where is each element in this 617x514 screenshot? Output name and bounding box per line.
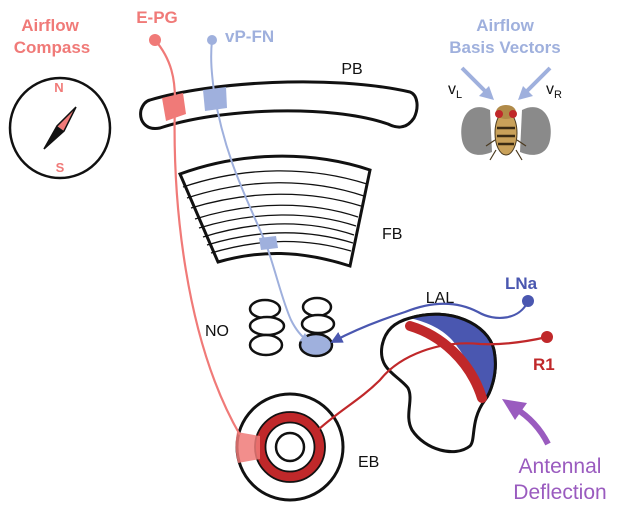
pb-label: PB xyxy=(341,61,362,78)
airflow-compass-title-line2: Compass xyxy=(14,38,91,57)
fan-shaped-body xyxy=(177,154,372,268)
fb-label: FB xyxy=(382,226,402,243)
vpfn-neuron xyxy=(203,35,311,343)
epg-label: E-PG xyxy=(136,8,178,27)
noduli xyxy=(248,296,336,358)
antennal-deflection-arrow xyxy=(502,399,551,446)
vector-vl-arrow xyxy=(460,66,494,100)
antennal-deflection-line2: Deflection xyxy=(513,481,606,504)
compass-south-label: S xyxy=(56,160,65,175)
epg-neuron xyxy=(149,34,241,436)
vector-vr-arrow xyxy=(518,66,552,100)
r1-label: R1 xyxy=(533,355,555,374)
ellipsoid-body xyxy=(235,392,345,502)
fly-icon xyxy=(461,105,551,161)
compass-icon: N S xyxy=(8,76,112,180)
r1-neuron xyxy=(317,321,553,431)
lna-label: LNa xyxy=(505,274,538,293)
antennal-deflection-line1: Antennal xyxy=(519,455,602,478)
vector-vr-label: vR xyxy=(546,81,562,101)
vpfn-label: vP-FN xyxy=(225,27,274,46)
basis-vectors-title-line1: Airflow xyxy=(476,16,534,35)
airflow-compass-title-line1: Airflow xyxy=(21,16,79,35)
no-label: NO xyxy=(205,323,229,340)
lateral-accessory-lobe xyxy=(380,312,497,454)
basis-vectors-title-line2: Basis Vectors xyxy=(449,38,561,57)
compass-north-label: N xyxy=(54,80,63,95)
lna-neuron xyxy=(330,295,534,343)
vector-vl-label: vL xyxy=(448,81,462,101)
eb-label: EB xyxy=(358,454,379,471)
